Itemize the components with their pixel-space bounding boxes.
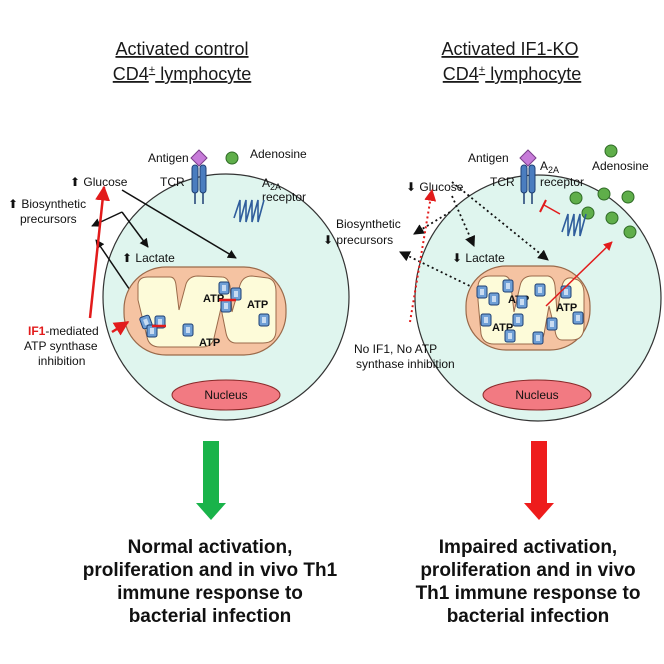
right-arrow-glucose-precursors [413, 211, 451, 235]
left-atp-label-1: ATP [203, 293, 224, 305]
left-atp-label-2: ATP [247, 299, 268, 311]
right-receptor-label: receptor [540, 175, 584, 189]
left-nucleus-label: Nucleus [204, 388, 247, 402]
right-outcome-line2: proliferation and in vivo [420, 560, 635, 581]
right-inhibition-bar [539, 199, 547, 213]
left-outcome-line2: proliferation and in vivo Th1 [83, 560, 338, 581]
left-arrow-glucose-co2 [121, 189, 237, 259]
right-outcome-line4: bacterial infection [447, 606, 610, 627]
left-biosynthetic-label: ⬆ Biosynthetic [8, 197, 86, 211]
right-tcr [520, 164, 536, 204]
left-antigen-label: Antigen [148, 151, 189, 165]
right-red-arrow-receptor [545, 241, 613, 307]
right-title-line1: Activated IF1-KO [441, 39, 578, 59]
right-precursors-label: ⬇ precursors [323, 233, 393, 247]
left-outcome-arrow [196, 441, 226, 520]
left-arrow-mito-precursors [95, 239, 135, 297]
right-nucleus-label: Nucleus [515, 388, 558, 402]
right-arrow-glucose-co2 [451, 181, 549, 261]
right-no-if1-line2: synthase inhibition [356, 357, 455, 371]
left-receptor-label: receptor [262, 190, 306, 204]
right-nucleus [482, 379, 592, 411]
left-panel: Activated control CD4+ lymphocyte Nucleu… [8, 39, 350, 627]
right-biosynthetic-label: Biosynthetic [336, 217, 401, 231]
right-title-line2: CD4+ lymphocyte [443, 64, 582, 84]
left-if1-label: IF1-mediated [28, 324, 99, 338]
left-outcome-line4: bacterial infection [129, 606, 292, 627]
right-antigen-icon [519, 149, 537, 167]
right-a2a-receptor-icon [561, 213, 587, 237]
left-outcome-line3: immune response to [117, 583, 303, 604]
left-mito-inner-membrane [137, 275, 277, 348]
left-title-line1: Activated control [115, 39, 248, 59]
right-glucose-label: ⬇ Glucose [406, 180, 464, 194]
right-lactate-label: ⬇ Lactate [452, 251, 505, 265]
left-precursors-label: precursors [20, 212, 77, 226]
left-arrow-glucose-lactate [121, 211, 149, 248]
left-nucleus [171, 379, 281, 411]
left-if1-arrow-mito [111, 320, 130, 336]
left-tcr-label: TCR [160, 175, 185, 189]
right-arrow-glucose-lactate [451, 195, 476, 247]
left-atp-label-3: ATP [199, 337, 220, 349]
right-outcome-arrow [524, 441, 554, 520]
left-lactate-label: ⬆ Lactate [122, 251, 175, 265]
right-panel: Activated IF1-KO CD4+ lymphocyte Nucleus… [323, 39, 662, 627]
left-tcr [191, 164, 207, 204]
left-a2a-receptor-icon [233, 199, 265, 223]
left-inhibition-line2: ATP synthase [24, 339, 98, 353]
left-a2a-label: A2A [262, 176, 281, 192]
left-inhibition-line3: inhibition [38, 354, 85, 368]
right-atp-label-2: ATP [556, 302, 577, 314]
right-adenosine-inhibition-line [543, 204, 561, 215]
left-outcome-line1: Normal activation, [128, 537, 293, 558]
left-if1-arrow-glucose [88, 185, 111, 319]
right-outcome-line1: Impaired activation, [439, 537, 617, 558]
right-antigen-label: Antigen [468, 151, 509, 165]
right-adenosine-label: Adenosine [592, 159, 649, 173]
right-tcr-label: TCR [490, 175, 515, 189]
left-antigen-icon [190, 149, 208, 167]
left-glucose-label: ⬆ Glucose [70, 175, 128, 189]
right-dotted-red-arrow [409, 188, 437, 323]
right-outcome-line3: Th1 immune response to [416, 583, 641, 604]
left-title-line2: CD4+ lymphocyte [113, 64, 252, 84]
left-adenosine-molecule [225, 151, 239, 165]
right-no-if1-line1: No IF1, No ATP [354, 342, 437, 356]
right-a2a-label: A2A [540, 159, 559, 175]
left-arrow-glucose-precursors [91, 211, 123, 227]
right-arrow-mito-precursors [399, 251, 475, 289]
left-adenosine-label: Adenosine [250, 147, 307, 161]
